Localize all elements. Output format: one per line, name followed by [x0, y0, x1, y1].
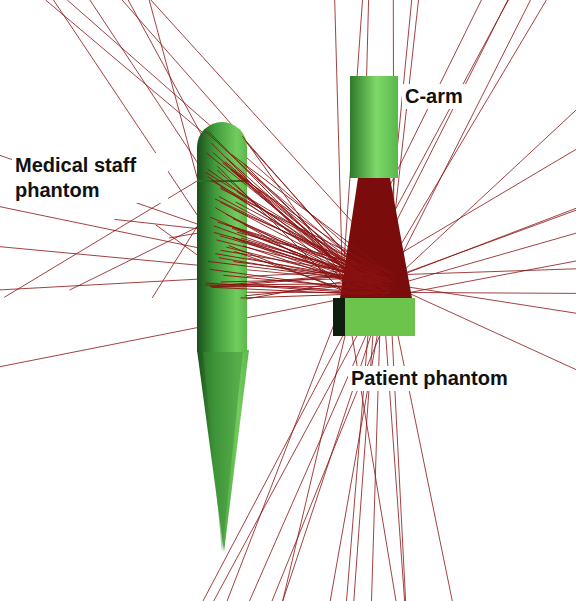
patient-phantom [333, 298, 415, 336]
c-arm-tube [350, 76, 398, 178]
ray [233, 227, 393, 291]
part-label: C-arm [402, 84, 466, 109]
patient-phantom-end [333, 298, 345, 336]
ray [272, 294, 396, 601]
ray [208, 169, 365, 282]
ray [389, 293, 452, 601]
part-label: Medical staff phantom [12, 153, 168, 203]
ray [392, 210, 576, 277]
staff-legs-inner [203, 350, 243, 552]
ray [215, 274, 366, 287]
ray [0, 289, 392, 367]
scatter-rays-front [205, 131, 395, 299]
ray [208, 261, 378, 282]
ray [233, 238, 374, 290]
ray [395, 292, 576, 293]
staff-legs [197, 350, 249, 552]
ray [247, 143, 373, 284]
ray [226, 214, 363, 282]
ray [243, 246, 386, 294]
ray [383, 0, 546, 274]
ray [400, 208, 576, 275]
part-label: Patient phantom [348, 366, 511, 391]
ray [250, 295, 384, 601]
ray [245, 284, 367, 296]
staff-body [197, 122, 247, 352]
ray [283, 294, 355, 601]
ray [382, 110, 576, 290]
ray [383, 291, 405, 601]
ray [213, 153, 375, 295]
ray [226, 225, 377, 275]
ray [386, 261, 576, 297]
